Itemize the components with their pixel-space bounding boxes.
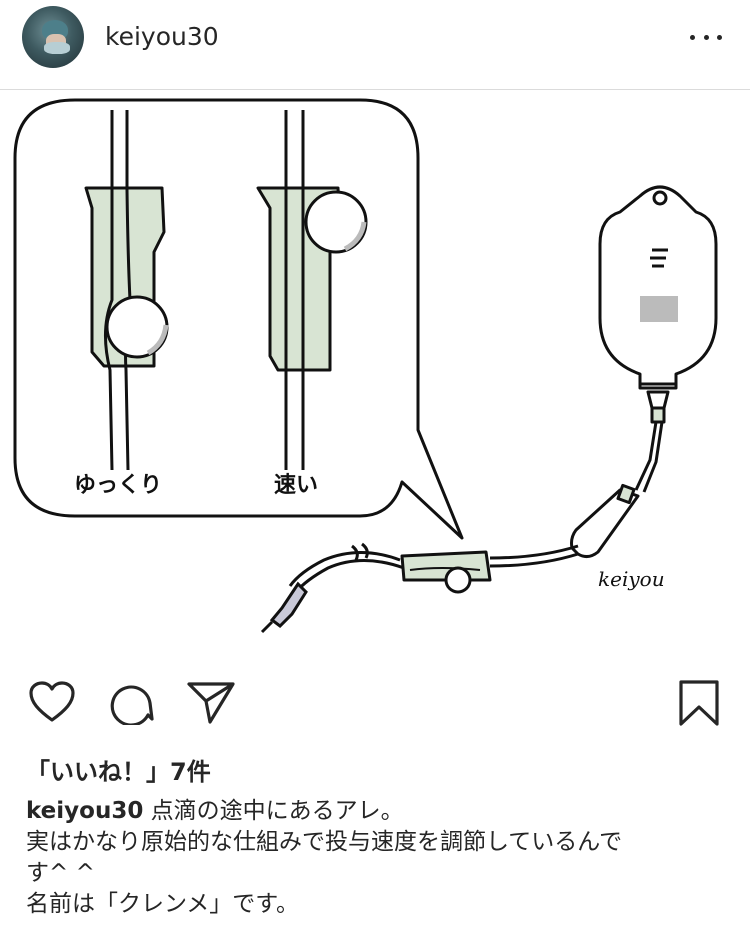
caption-line-3: す^ ^	[26, 858, 726, 889]
caption-line-2: 実はかなり原始的な仕組みで投与速度を調節しているんで	[26, 827, 726, 858]
caption: keiyou30 点滴の途中にあるアレ。 実はかなり原始的な仕組みで投与速度を調…	[26, 796, 726, 920]
label-slow: ゆっくり	[74, 473, 162, 498]
likes-count[interactable]: 「いいね！」7件	[26, 752, 211, 787]
more-options-icon[interactable]	[686, 22, 726, 52]
heart-icon[interactable]	[28, 680, 76, 724]
comment-bubble-icon[interactable]	[106, 679, 154, 725]
action-bar	[0, 672, 750, 732]
signature: keiyou	[598, 567, 665, 591]
iv-bag-illustration	[572, 187, 717, 557]
avatar[interactable]	[22, 6, 84, 68]
username[interactable]: keiyou30	[105, 22, 219, 51]
post-header: keiyou30	[0, 0, 750, 76]
label-fast: 速い	[274, 472, 318, 498]
post-image[interactable]: ゆっくり 速い	[0, 90, 750, 660]
caption-line-4: 名前は「クレンメ」です。	[26, 889, 726, 920]
lower-clamp-illustration	[402, 552, 490, 592]
bookmark-icon[interactable]	[678, 679, 720, 727]
caption-line-1: 点滴の途中にあるアレ。	[151, 798, 404, 824]
paper-plane-icon[interactable]	[186, 679, 236, 725]
caption-username[interactable]: keiyou30	[26, 798, 143, 824]
